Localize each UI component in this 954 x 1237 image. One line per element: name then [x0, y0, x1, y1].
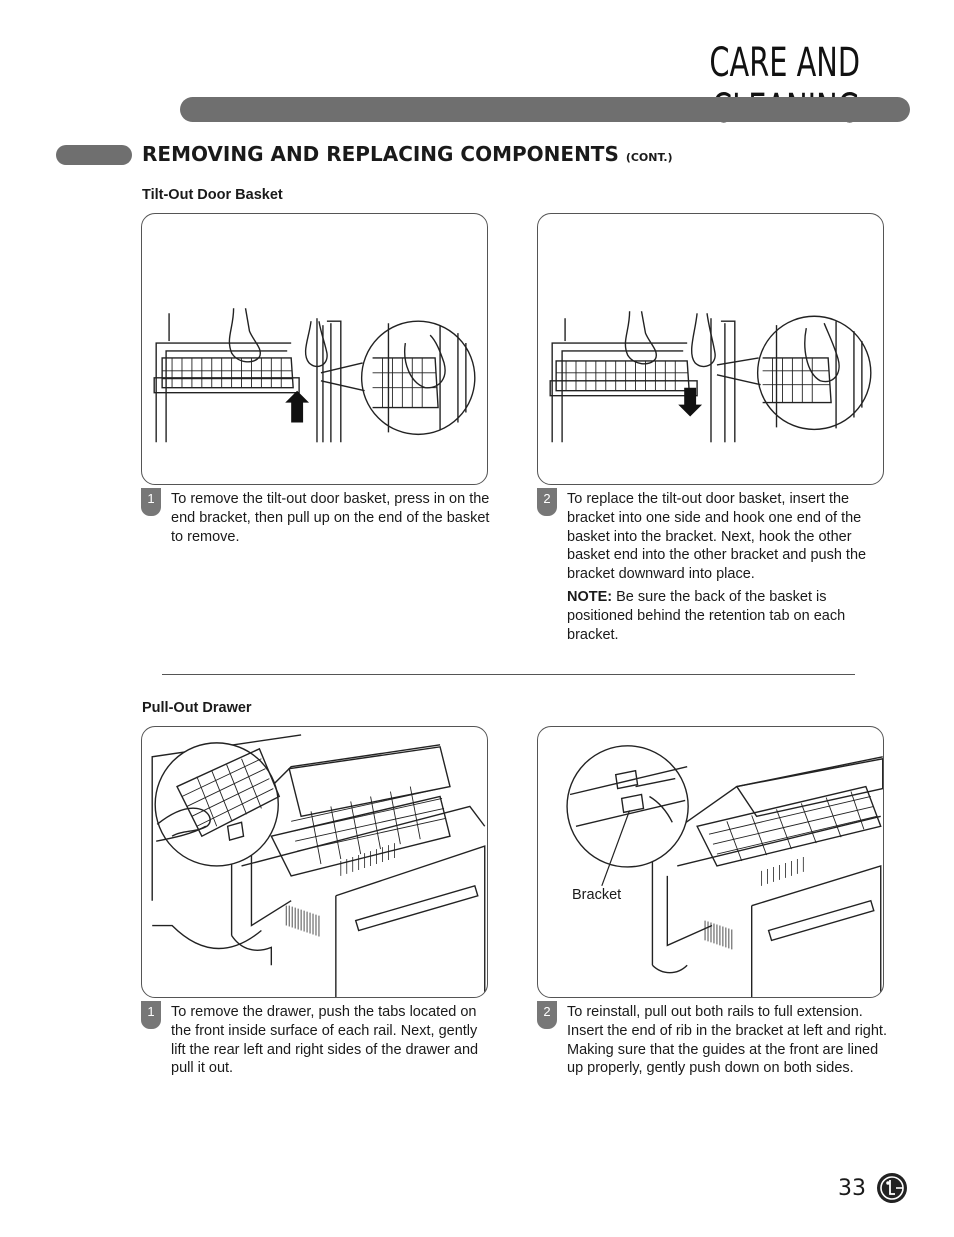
step-2-number-tab: 2 [537, 488, 557, 516]
tilt-out-step-1-text: To remove the tilt-out door basket, pres… [171, 491, 490, 545]
pull-out-subheading: Pull-Out Drawer [142, 700, 252, 716]
lg-logo-icon [876, 1172, 908, 1204]
tilt-out-remove-drawing [153, 308, 476, 443]
title-bar [180, 97, 910, 122]
drawer-reinstall-illustration [537, 726, 884, 998]
drawer-reinstall-drawing [566, 745, 883, 997]
tilt-out-step-2-text: To replace the tilt-out door basket, ins… [567, 491, 867, 583]
tilt-out-replace-illustration [537, 213, 884, 485]
tilt-out-replace-drawing [549, 311, 872, 443]
section-divider [162, 674, 855, 675]
section-pill [56, 145, 132, 165]
bracket-callout-label: Bracket [572, 887, 622, 903]
page-number: 33 [838, 1176, 866, 1201]
drawer-remove-illustration [141, 726, 488, 998]
note-label: NOTE: [567, 589, 613, 605]
tilt-out-remove-illustration [141, 213, 488, 485]
drawer-remove-drawing [151, 734, 486, 997]
step-2-number-tab-drawer: 2 [537, 1001, 557, 1029]
step-1-number-tab-drawer: 1 [141, 1001, 161, 1029]
section-heading: REMOVING AND REPLACING COMPONENTS (CONT.… [142, 142, 673, 166]
section-heading-text: REMOVING AND REPLACING COMPONENTS [142, 142, 619, 166]
tilt-out-note: NOTE: Be sure the back of the basket is … [567, 588, 889, 644]
note-text: Be sure the back of the basket is positi… [567, 589, 846, 643]
step-1-number-tab: 1 [141, 488, 161, 516]
drawer-step-2-text: To reinstall, pull out both rails to ful… [567, 1004, 887, 1077]
section-heading-suffix: (CONT.) [625, 151, 673, 164]
drawer-step-1-text: To remove the drawer, push the tabs loca… [171, 1004, 479, 1077]
tilt-out-subheading: Tilt-Out Door Basket [142, 187, 283, 203]
